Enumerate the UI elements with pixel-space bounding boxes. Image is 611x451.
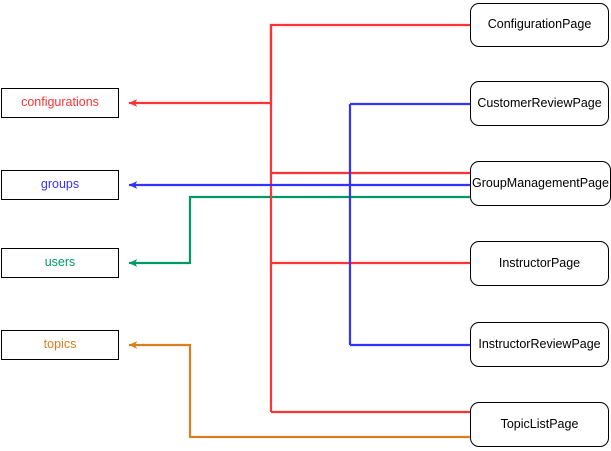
node-topics-label: topics xyxy=(43,337,77,352)
node-groups-label: groups xyxy=(40,177,80,192)
node-topic-list-page[interactable]: TopicListPage xyxy=(470,402,609,447)
node-configurations[interactable]: configurations xyxy=(1,88,119,118)
node-configurations-label: configurations xyxy=(21,95,99,110)
node-group-management-page[interactable]: GroupManagementPage xyxy=(470,161,611,206)
node-users[interactable]: users xyxy=(1,248,119,278)
node-customer-review-page-label: CustomerReviewPage xyxy=(477,95,602,110)
node-instructor-page[interactable]: InstructorPage xyxy=(470,241,609,286)
node-topics[interactable]: topics xyxy=(1,330,119,360)
node-customer-review-page[interactable]: CustomerReviewPage xyxy=(470,81,609,126)
node-users-label: users xyxy=(44,255,76,270)
edge-configuration-page-to-configurations xyxy=(269,23,470,103)
node-instructor-review-page-label: InstructorReviewPage xyxy=(478,336,601,351)
node-groups[interactable]: groups xyxy=(1,170,119,200)
node-configuration-page-label: ConfigurationPage xyxy=(487,17,592,32)
edge-group-management-page-to-users xyxy=(128,195,470,267)
node-instructor-page-label: InstructorPage xyxy=(498,255,581,270)
node-configuration-page[interactable]: ConfigurationPage xyxy=(470,3,609,47)
node-group-management-page-label: GroupManagementPage xyxy=(472,175,609,190)
node-instructor-review-page[interactable]: InstructorReviewPage xyxy=(470,322,609,367)
edge-topic-list-page-to-topics xyxy=(128,341,470,439)
node-topic-list-page-label: TopicListPage xyxy=(500,416,579,431)
